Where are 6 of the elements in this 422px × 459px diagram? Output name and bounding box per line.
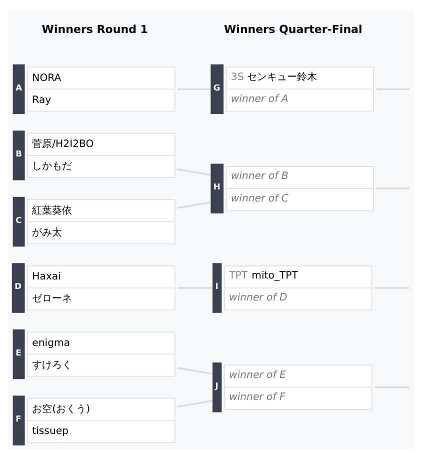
connector — [177, 366, 213, 374]
connector — [177, 399, 213, 408]
label: Winners Round 1 — [42, 22, 148, 36]
label: Winners Quarter-Final — [224, 22, 362, 36]
connector — [177, 168, 211, 176]
connector — [177, 201, 211, 208]
